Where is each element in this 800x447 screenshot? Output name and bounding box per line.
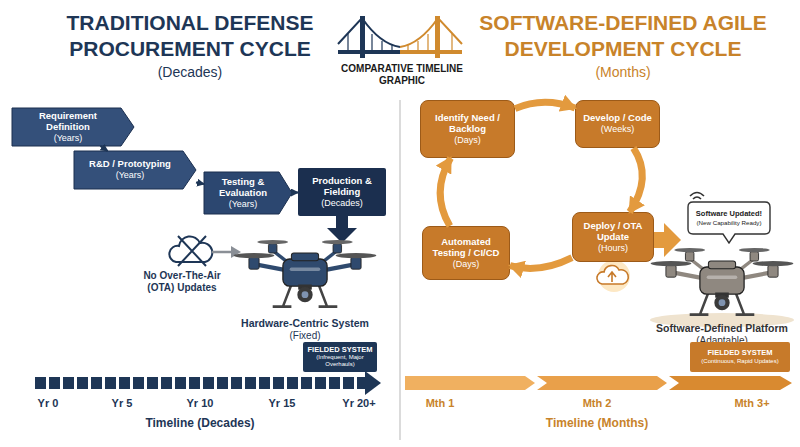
- cycle-step-box: Deploy / OTA Update(Hours): [572, 212, 654, 262]
- axis-title: Timeline (Decades): [100, 416, 300, 430]
- cycle-arrow: [515, 102, 575, 108]
- tick-label: Yr 0: [26, 397, 70, 410]
- node-title: Identify Need / Backlog: [425, 113, 510, 135]
- tick-label: Mth 2: [567, 397, 627, 410]
- tick-label: Mth 3+: [722, 397, 782, 410]
- software-drone: [651, 248, 794, 315]
- node-subtitle: (Years): [116, 170, 145, 180]
- diagram-title: COMPARATIVE TIMELINE GRAPHIC: [338, 63, 466, 87]
- node-subtitle: (Days): [454, 135, 481, 145]
- fielded-system-box: FIELDED SYSTEM(Infrequent, Major Overhau…: [303, 342, 377, 372]
- no-ota-icon: [169, 236, 241, 266]
- node-title: Automated Testing / CI/CD: [427, 237, 505, 259]
- system-sublabel: (Fixed): [225, 330, 385, 342]
- cycle-step-box: Automated Testing / CI/CD(Days): [422, 226, 510, 280]
- node-subtitle: (Hours): [598, 243, 628, 253]
- node-subtitle: (Continuous, Rapid Updates): [701, 358, 778, 365]
- tick-label: Yr 10: [178, 397, 222, 410]
- section-subheading: (Decades): [20, 64, 360, 81]
- flow-arrow: [100, 146, 107, 151]
- phase-chevron: R&D / Prototyping(Years): [74, 151, 196, 189]
- node-subtitle: (Infrequent, Major Overhauls): [307, 354, 373, 368]
- months-timeline-bar: [405, 376, 792, 390]
- system-label: Hardware-Centric System: [225, 317, 385, 330]
- divider-line: [399, 100, 401, 440]
- node-title: Requirement Definition: [16, 111, 120, 133]
- node-title: FIELDED SYSTEM: [307, 346, 372, 355]
- cycle-step-box: Identify Need / Backlog(Days): [420, 100, 515, 158]
- chevron-shape: [74, 151, 196, 189]
- decades-timeline-bar: [35, 371, 381, 395]
- upload-cloud-icon: [597, 260, 630, 292]
- cycle-arrow: [510, 258, 572, 269]
- tick-label: Yr 15: [260, 397, 304, 410]
- phase-box: Production & Fielding(Decades): [298, 168, 386, 216]
- wifi-symbol: [690, 193, 704, 200]
- system-label: Software-Defined Platform: [642, 322, 800, 335]
- hardware-drone: [234, 240, 377, 307]
- down-arrow: [327, 216, 357, 243]
- node-title: Develop / Code: [583, 113, 652, 124]
- cycle-arrow: [440, 158, 450, 226]
- cycle-step-box: Develop / Code(Weeks): [575, 100, 660, 148]
- section-subheading: (Months): [448, 64, 798, 81]
- axis-title: Timeline (Months): [497, 416, 697, 430]
- node-title: R&D / Prototyping: [89, 159, 171, 170]
- node-subtitle: (Decades): [321, 198, 363, 208]
- tick-label: Mth 1: [410, 397, 470, 410]
- cycle-arrow: [630, 148, 643, 212]
- phase-chevron: Requirement Definition(Years): [12, 108, 134, 146]
- node-subtitle: (Weeks): [601, 124, 634, 134]
- node-title: Testing & Evaluation: [208, 177, 278, 199]
- node-subtitle: (Days): [453, 259, 480, 269]
- node-title: FIELDED SYSTEM: [707, 349, 772, 358]
- tick-label: Yr 5: [100, 397, 144, 410]
- fielded-system-box: FIELDED SYSTEM(Continuous, Rapid Updates…: [690, 342, 790, 372]
- phase-chevron: Testing & Evaluation(Years): [204, 172, 292, 214]
- node-subtitle: (Years): [229, 199, 258, 209]
- node-title: Deploy / OTA Update: [577, 221, 649, 243]
- tick-label: Yr 20+: [334, 397, 384, 410]
- section-heading: TRADITIONAL DEFENSE PROCUREMENT CYCLE: [20, 10, 360, 63]
- deploy-arrow: [654, 223, 681, 257]
- node-subtitle: (Years): [54, 133, 83, 143]
- bridge-icon: [338, 16, 462, 58]
- node-title: Software Updated!: [696, 210, 762, 219]
- update-bubble: Software Updated!(New Capability Ready): [688, 202, 770, 234]
- node-subtitle: (New Capability Ready): [697, 219, 762, 226]
- section-heading: SOFTWARE-DEFINED AGILE DEVELOPMENT CYCLE: [448, 10, 798, 63]
- icon-caption: No Over-The-Air (OTA) Updates: [130, 270, 234, 294]
- node-title: Production & Fielding: [302, 176, 382, 198]
- flow-arrow: [196, 182, 204, 184]
